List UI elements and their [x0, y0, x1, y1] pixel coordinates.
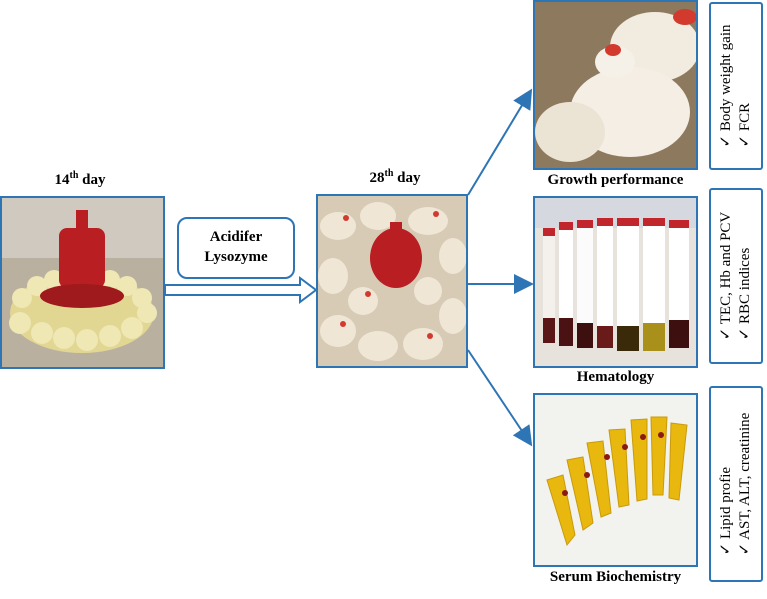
treatment-lysozyme: Lysozyme — [179, 247, 293, 267]
serum-photo — [533, 393, 698, 567]
hematology-photo — [533, 196, 698, 368]
arrow-to-serum — [468, 350, 530, 443]
arrow-to-growth — [468, 92, 530, 195]
growth-performance-title: Growth performance — [533, 172, 698, 189]
hematology-metrics-box: ✓ TEC, Hb and PCV ✓ RBC indices — [709, 188, 763, 364]
list-item: ✓ RBC indices — [736, 212, 755, 341]
list-item: ✓ Lipid profie — [717, 413, 736, 556]
day28-label: 28th day — [345, 168, 445, 187]
day28-broilers-photo — [316, 194, 468, 368]
list-item: ✓ FCR — [736, 25, 755, 148]
growth-metrics-list: ✓ Body weight gain ✓ FCR — [717, 25, 755, 148]
treatment-block-arrow — [165, 278, 316, 302]
day14-chicks-photo — [0, 196, 165, 369]
serum-metrics-box: ✓ Lipid profie ✓ AST, ALT, creatinine — [709, 386, 763, 582]
day14-label: 14th day — [30, 170, 130, 189]
list-item: ✓ Body weight gain — [717, 25, 736, 148]
serum-biochemistry-title: Serum Biochemistry — [533, 569, 698, 586]
treatment-acidifer: Acidifer — [179, 227, 293, 247]
growth-metrics-box: ✓ Body weight gain ✓ FCR — [709, 2, 763, 170]
list-item: ✓ TEC, Hb and PCV — [717, 212, 736, 341]
hematology-metrics-list: ✓ TEC, Hb and PCV ✓ RBC indices — [717, 212, 755, 341]
list-item: ✓ AST, ALT, creatinine — [736, 413, 755, 556]
hematology-title: Hematology — [533, 369, 698, 386]
treatment-box: Acidifer Lysozyme — [177, 217, 295, 279]
growth-photo — [533, 0, 698, 170]
serum-metrics-list: ✓ Lipid profie ✓ AST, ALT, creatinine — [717, 413, 755, 556]
